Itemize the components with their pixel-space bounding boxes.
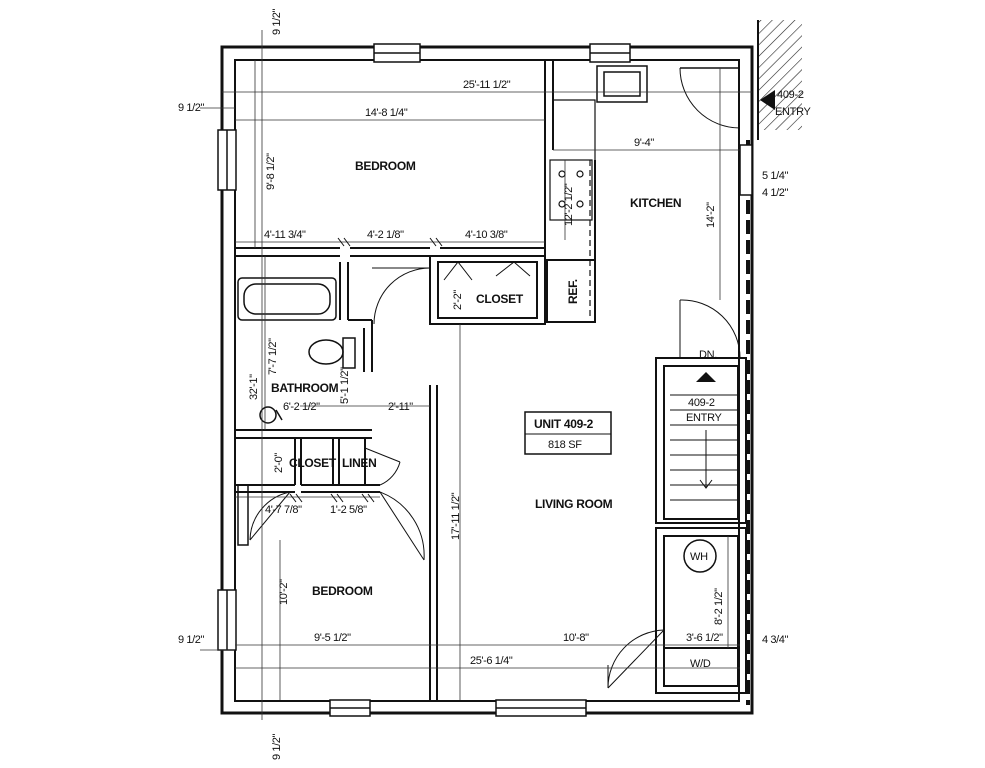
dim-bedroom-width: 14'-8 1/4": [365, 107, 408, 119]
stair-entry-num: 409-2: [688, 397, 715, 409]
kitchen-sink: [596, 65, 648, 103]
dim-hall-width: 2'-11": [388, 401, 413, 413]
dim-bath-height: 7'-7 1/2": [267, 338, 279, 375]
dim-overall-bottom: 25'-6 1/4": [470, 655, 513, 667]
bathtub: [237, 277, 337, 321]
dim-left-91-2-bottom: 9 1/2": [178, 634, 204, 646]
interior-walls: [235, 60, 747, 700]
room-label-wd: W/D: [690, 658, 711, 670]
dim-right-41-2: 4 1/2": [762, 187, 788, 199]
water-heater-icon: [683, 539, 717, 573]
stair-dn: DN.: [699, 349, 717, 361]
dim-right-51-4: 5 1/4": [762, 170, 788, 182]
dim-kitchen-height: 12'-2 1/2": [563, 183, 575, 226]
room-label-bedroom-top: BEDROOM: [355, 159, 416, 173]
dim-bed2-width: 9'-5 1/2": [314, 632, 351, 644]
dim-kitchen-width: 9'-4": [634, 137, 654, 149]
dim-closet-mid-depth: 2'-0": [273, 453, 285, 473]
kitchen-range: [549, 159, 593, 221]
dim-living-width: 10'-8": [563, 632, 589, 644]
dim-wh-height: 8'-2 1/2": [713, 588, 725, 625]
dim-bed2-height: 10'-2": [278, 579, 290, 605]
toilet: [308, 337, 356, 369]
dimension-lines: [200, 30, 752, 720]
dim-top-91-2: 9 1/2": [271, 9, 283, 35]
dim-bath-51-2: 5'-1 1/2": [339, 367, 351, 404]
dim-seg2: 4'-2 1/8": [367, 229, 404, 241]
dim-bed2-seg1: 4'-7 7/8": [265, 504, 302, 516]
entry-top-label: ENTRY: [775, 106, 812, 118]
dim-bedroom-height: 9'-8 1/2": [265, 153, 277, 190]
dim-right-43-4: 4 3/4": [762, 634, 788, 646]
stair-treads: [670, 394, 738, 501]
room-label-closet-top: CLOSET: [476, 292, 524, 306]
room-label-bedroom-bottom: BEDROOM: [312, 584, 373, 598]
unit-box: [524, 411, 612, 455]
unit-name: UNIT 409-2: [534, 417, 594, 431]
dim-bath-width: 6'-2 1/2": [283, 401, 320, 413]
room-label-bathroom: BATHROOM: [271, 381, 339, 395]
stair-entry-arrow-icon: [696, 372, 716, 382]
doors: [249, 67, 741, 689]
room-label-kitchen: KITCHEN: [630, 196, 681, 210]
exterior-hatch: [757, 20, 802, 140]
room-label-ref: REF.: [566, 279, 580, 304]
room-label-wh: WH: [690, 551, 708, 563]
dim-bottom-91-2: 9 1/2": [271, 734, 283, 760]
bath-sink: [259, 406, 283, 424]
dim-closet-depth: 2'-2": [452, 290, 464, 310]
dim-kitchen-depth: 14'-2": [705, 202, 717, 228]
dim-overall-height: 32'-1": [248, 374, 260, 400]
counter: [553, 99, 596, 320]
dim-living-height: 17'-11 1/2": [450, 492, 462, 540]
entry-top-num: 409-2: [777, 89, 804, 101]
dim-bed2-seg2: 1'-2 5/8": [330, 504, 367, 516]
room-label-linen: LINEN: [342, 456, 377, 470]
room-label-living-room: LIVING ROOM: [535, 497, 613, 511]
dimension-ticks: [289, 237, 443, 503]
stair-entry-label: ENTRY: [686, 412, 723, 424]
windows: [217, 43, 753, 717]
exterior-walls: [220, 45, 754, 715]
room-label-closet-mid: CLOSET: [289, 456, 337, 470]
dim-seg1: 4'-11 3/4": [264, 229, 306, 241]
dim-seg3: 4'-10 3/8": [465, 229, 508, 241]
entry-arrow-icon: [760, 90, 775, 110]
unit-area: 818 SF: [548, 439, 582, 451]
dim-overall-top: 25'-11 1/2": [463, 79, 511, 91]
dim-wd-width: 3'-6 1/2": [686, 632, 723, 644]
dim-left-91-2-top: 9 1/2": [178, 102, 204, 114]
